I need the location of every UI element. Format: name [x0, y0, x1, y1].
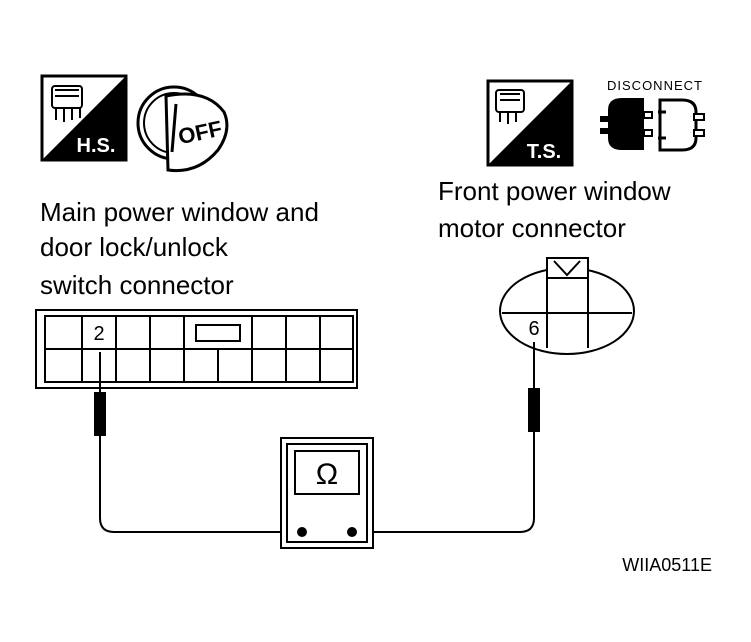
ohm-symbol: Ω	[316, 458, 338, 491]
disconnect-icon: DISCONNECT	[600, 78, 705, 152]
front-terminal-number: 6	[528, 318, 539, 340]
ohmmeter: Ω	[280, 437, 374, 549]
front-motor-label-line-1: Front power window	[438, 176, 671, 206]
figure-code: WIIA0511E	[622, 555, 712, 575]
right-lead-wire	[352, 432, 535, 533]
main-terminal-number: 2	[93, 323, 104, 345]
disconnect-label: DISCONNECT	[607, 78, 703, 93]
harness-side-icon: H.S.	[40, 74, 128, 162]
terminal-side-icon: T.S.	[486, 79, 574, 167]
meter-display	[294, 450, 360, 495]
meter-jack-left	[297, 527, 307, 537]
right-probe	[528, 388, 540, 432]
main-switch-label-line-2: door lock/unlock	[40, 232, 229, 262]
ignition-off-icon: OFF	[136, 85, 229, 173]
ts-label: T.S.	[527, 141, 561, 163]
front-motor-connector-label: Front power window motor connector	[438, 176, 678, 243]
left-probe	[94, 392, 106, 436]
front-motor-label-line-2: motor connector	[438, 213, 626, 243]
main-switch-connector: 2	[35, 309, 358, 389]
front-motor-connector: 6	[499, 257, 635, 355]
main-switch-connector-label: Main power window and door lock/unlock s…	[40, 197, 326, 300]
hs-label: H.S.	[77, 135, 116, 157]
left-lead-wire	[99, 436, 302, 533]
main-switch-label-line-1: Main power window and	[40, 197, 319, 227]
meter-jack-right	[347, 527, 357, 537]
test-leads	[94, 342, 540, 533]
main-switch-label-line-3: switch connector	[40, 270, 234, 300]
